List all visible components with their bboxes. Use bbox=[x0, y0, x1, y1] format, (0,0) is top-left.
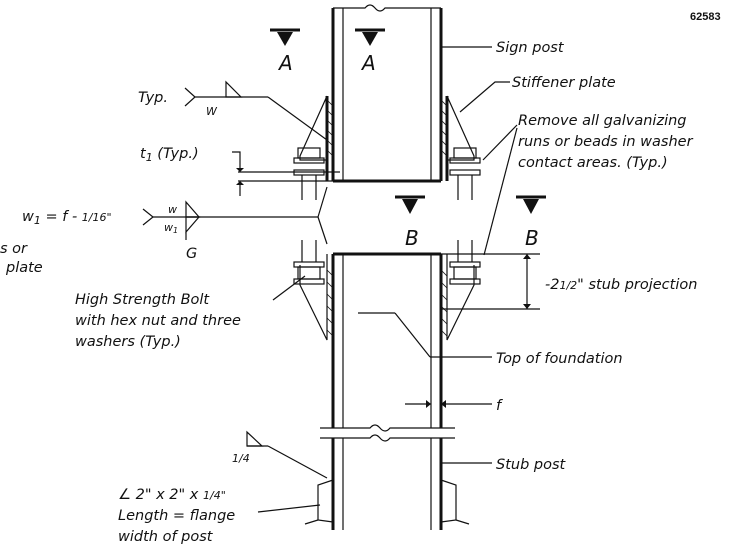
section-a-left-label: A bbox=[277, 51, 293, 75]
drawing-number: 62583 bbox=[690, 11, 721, 23]
quarter-weld-label: 1/4 bbox=[232, 452, 250, 465]
section-a-right-label: A bbox=[360, 51, 376, 75]
bolt-label-line-2: with hex nut and three bbox=[75, 313, 241, 329]
lower-stiffener-plates bbox=[299, 254, 475, 341]
section-b-right-marker: B bbox=[516, 195, 546, 250]
g-label: G bbox=[186, 246, 197, 262]
bolt-label-line-1: High Strength Bolt bbox=[75, 292, 210, 308]
weld-w1-bottom-label: w1 bbox=[164, 221, 178, 235]
remove-galvanizing-line-3: contact areas. (Typ.) bbox=[518, 155, 668, 171]
angle-clips bbox=[304, 479, 470, 525]
upper-bolts bbox=[293, 147, 481, 200]
stub-post bbox=[320, 252, 455, 530]
angle-label-line-3: width of post bbox=[118, 529, 214, 545]
sign-post bbox=[331, 4, 443, 183]
angle-label-line-1: ∠ 2" x 2" x 1/4" bbox=[118, 487, 226, 503]
section-a-right-marker: A bbox=[355, 28, 385, 75]
typ-label: Typ. bbox=[138, 90, 168, 106]
weld-w-top-label: w bbox=[168, 203, 177, 216]
f-dimension: f bbox=[405, 398, 503, 414]
galvanizing-leader-2 bbox=[483, 127, 518, 256]
t1-label: t1 (Typ.) bbox=[140, 146, 199, 164]
w1-weld-callout: w1 = f - 1/16" w w1 G bbox=[22, 186, 328, 262]
angle-leader bbox=[257, 504, 321, 513]
w1-formula: w1 = f - 1/16" bbox=[22, 209, 112, 227]
section-b-left-marker: B bbox=[395, 195, 425, 250]
bolt-label-line-3: washers (Typ.) bbox=[75, 334, 181, 350]
upper-stiffener-plates bbox=[299, 95, 475, 181]
stiffener-plate-leader bbox=[459, 81, 510, 113]
sign-post-label: Sign post bbox=[496, 40, 565, 56]
t1-dimension: t1 (Typ.) bbox=[140, 146, 340, 196]
clipped-label-line-2: plate bbox=[5, 260, 43, 276]
lower-bolts bbox=[293, 240, 481, 285]
stub-projection-label: -21/2" stub projection bbox=[545, 277, 697, 293]
galvanizing-leader-1 bbox=[482, 124, 518, 161]
top-of-foundation-callout: Top of foundation bbox=[358, 312, 623, 367]
f-label: f bbox=[496, 398, 503, 414]
stiffener-plate-label: Stiffener plate bbox=[512, 75, 616, 91]
section-b-right-label: B bbox=[525, 226, 539, 250]
bolt-leader bbox=[272, 275, 306, 301]
section-b-left-label: B bbox=[405, 226, 419, 250]
clipped-label-line-1: s or bbox=[0, 241, 28, 257]
remove-galvanizing-line-2: runs or beads in washer bbox=[518, 134, 694, 150]
angle-label-line-2: Length = flange bbox=[118, 508, 235, 524]
weld-size-w-label: W bbox=[206, 105, 218, 118]
stub-post-label: Stub post bbox=[496, 457, 567, 473]
stub-projection-dimension: -21/2" stub projection bbox=[441, 253, 697, 310]
top-of-foundation-label: Top of foundation bbox=[496, 351, 623, 367]
typ-weld-symbol: Typ. W bbox=[138, 80, 328, 141]
section-a-left-marker: A bbox=[270, 28, 300, 75]
quarter-weld-symbol: 1/4 bbox=[232, 430, 328, 479]
remove-galvanizing-line-1: Remove all galvanizing bbox=[518, 113, 687, 129]
